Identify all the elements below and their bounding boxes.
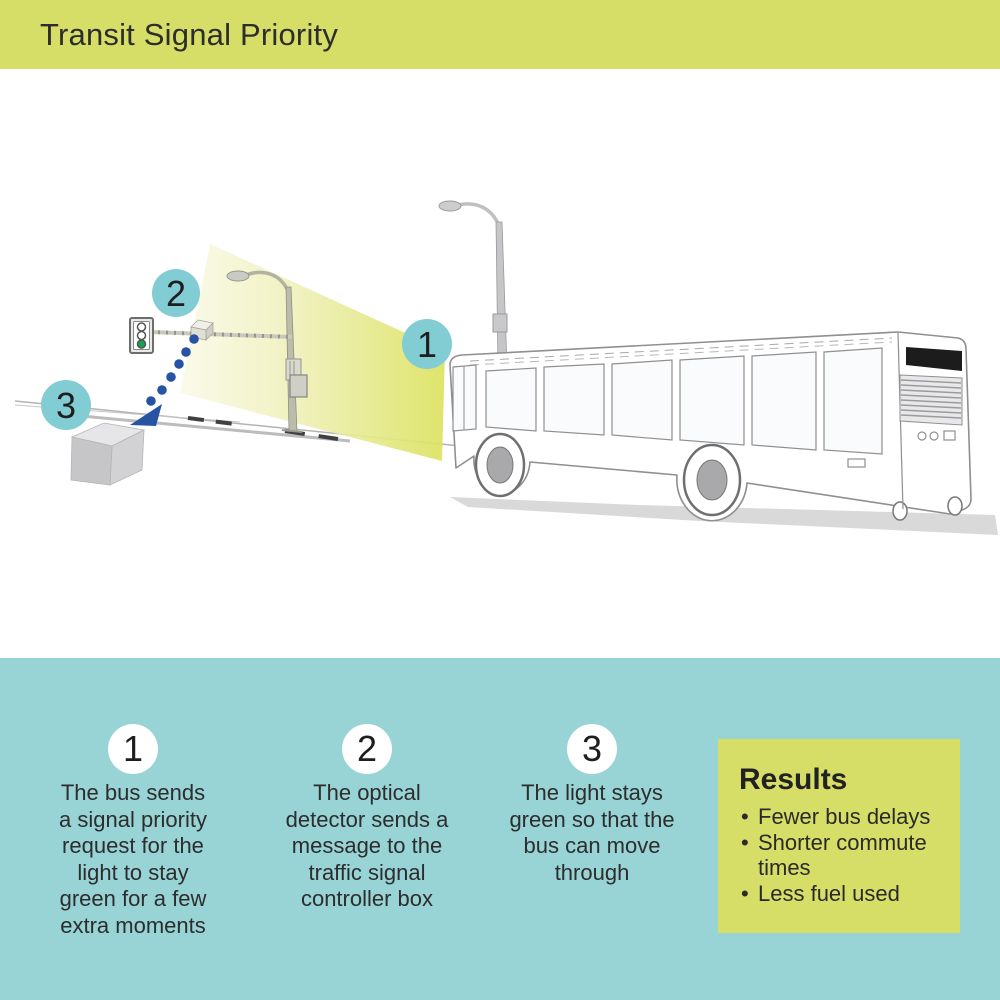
marker-circle-2: 2 — [152, 269, 200, 317]
side-vent — [847, 458, 866, 468]
svg-text:1: 1 — [417, 324, 437, 365]
results-item: Shorter commute times — [739, 830, 946, 881]
step-1-text: The bus sends a signal priority request … — [59, 780, 207, 938]
results-list: Fewer bus delays Shorter commute times L… — [739, 804, 946, 906]
street-scene-illustration: 1 2 3 — [14, 200, 998, 535]
signal-yellow-lens — [136, 330, 147, 341]
legend-section: 1 The bus sends a signal priority reques… — [0, 658, 1000, 1000]
bus-illustration — [449, 331, 998, 535]
step-2-text: The optical detector sends a message to … — [285, 780, 449, 911]
page-title: Transit Signal Priority — [40, 16, 339, 52]
results-heading: Results — [739, 763, 848, 796]
controller-box — [70, 422, 146, 486]
traffic-light — [129, 317, 154, 354]
signal-mast-arm — [149, 330, 293, 339]
results-panel: Results Fewer bus delays Shorter commute… — [718, 739, 960, 933]
marker-circle-3: 3 — [41, 380, 91, 430]
step-2-number-badge: 2 — [342, 724, 392, 774]
svg-text:3: 3 — [56, 385, 76, 426]
header-banner: Transit Signal Priority — [0, 0, 1000, 69]
step-3-number-badge: 3 — [567, 724, 617, 774]
results-item: Fewer bus delays — [739, 804, 946, 830]
rear-wheel-right — [947, 496, 963, 516]
signal-green-lens — [136, 339, 147, 349]
step-1-number: 1 — [122, 728, 144, 769]
step-3-number: 3 — [581, 728, 603, 769]
step-3-text: The light stays green so that the bus ca… — [509, 780, 675, 885]
priority-light-beam — [180, 244, 445, 461]
marker-circle-1: 1 — [402, 319, 452, 369]
signal-message-arrow — [130, 334, 199, 426]
street-lamp-left — [226, 270, 308, 433]
diagram-scene: 1 2 3 — [0, 69, 1000, 658]
street-lamp-right — [438, 200, 508, 368]
step-3: 3 The light stays green so that the bus … — [477, 724, 707, 886]
svg-text:2: 2 — [166, 273, 186, 314]
results-item: Less fuel used — [739, 881, 946, 907]
step-2: 2 The optical detector sends a message t… — [252, 724, 482, 913]
side-windows — [485, 347, 883, 455]
step-1-number-badge: 1 — [108, 724, 158, 774]
step-2-number: 2 — [356, 728, 378, 769]
rear-wheel-left — [892, 501, 908, 521]
arrowhead — [130, 404, 162, 426]
signal-red-lens — [136, 322, 147, 332]
step-1: 1 The bus sends a signal priority reques… — [18, 724, 248, 939]
rear-destination-sign — [906, 347, 962, 371]
